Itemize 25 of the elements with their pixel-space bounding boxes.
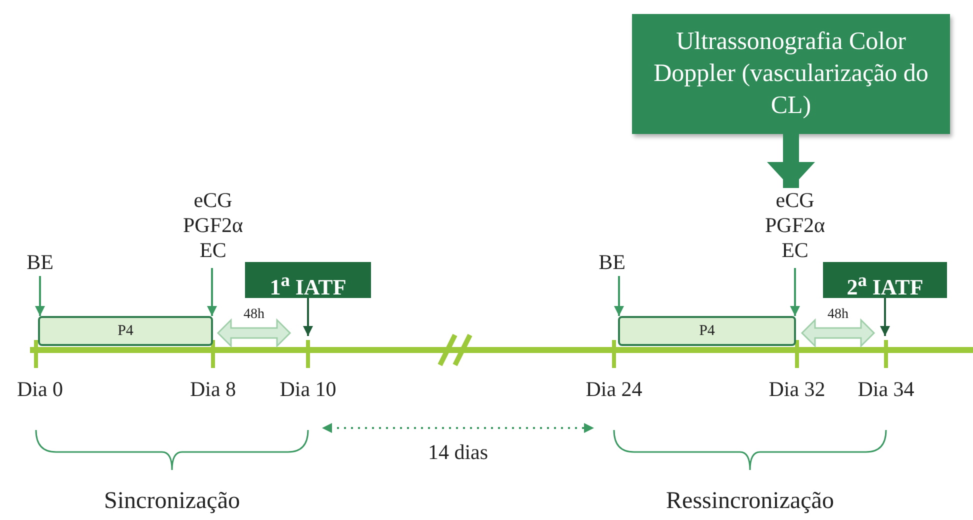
progesterone-device-bar: P4: [618, 316, 796, 346]
arrow: [614, 276, 624, 316]
duration-label: 48h: [244, 307, 264, 323]
day-label: Dia 32: [768, 377, 826, 402]
duration-label: 14 dias: [428, 440, 488, 465]
day-label: Dia 34: [858, 377, 914, 402]
insemination-box: 2$^{a}$ IATF: [823, 262, 947, 298]
arrow: [303, 298, 313, 336]
arrow: [35, 276, 45, 316]
treatment-label: BE: [590, 250, 634, 276]
progesterone-device-bar: P4: [38, 316, 213, 346]
arrow: [767, 134, 815, 188]
arrow: [207, 268, 217, 316]
exam-box: Ultrassonografia Color Doppler (vascularização do CL): [632, 14, 950, 134]
duration-label: 48h: [828, 307, 848, 323]
arrow: [790, 268, 800, 316]
insemination-box: 1$^{a}$ IATF: [245, 262, 371, 298]
day-label: Dia 8: [190, 377, 236, 402]
phase-label: Sincronização: [104, 488, 240, 515]
treatment-label: BE: [18, 250, 62, 276]
arrow: [880, 298, 890, 336]
phase-label: Ressincronização: [666, 488, 834, 515]
day-label: Dia 24: [586, 377, 642, 402]
day-label: Dia 0: [16, 377, 64, 402]
day-label: Dia 10: [280, 377, 336, 402]
